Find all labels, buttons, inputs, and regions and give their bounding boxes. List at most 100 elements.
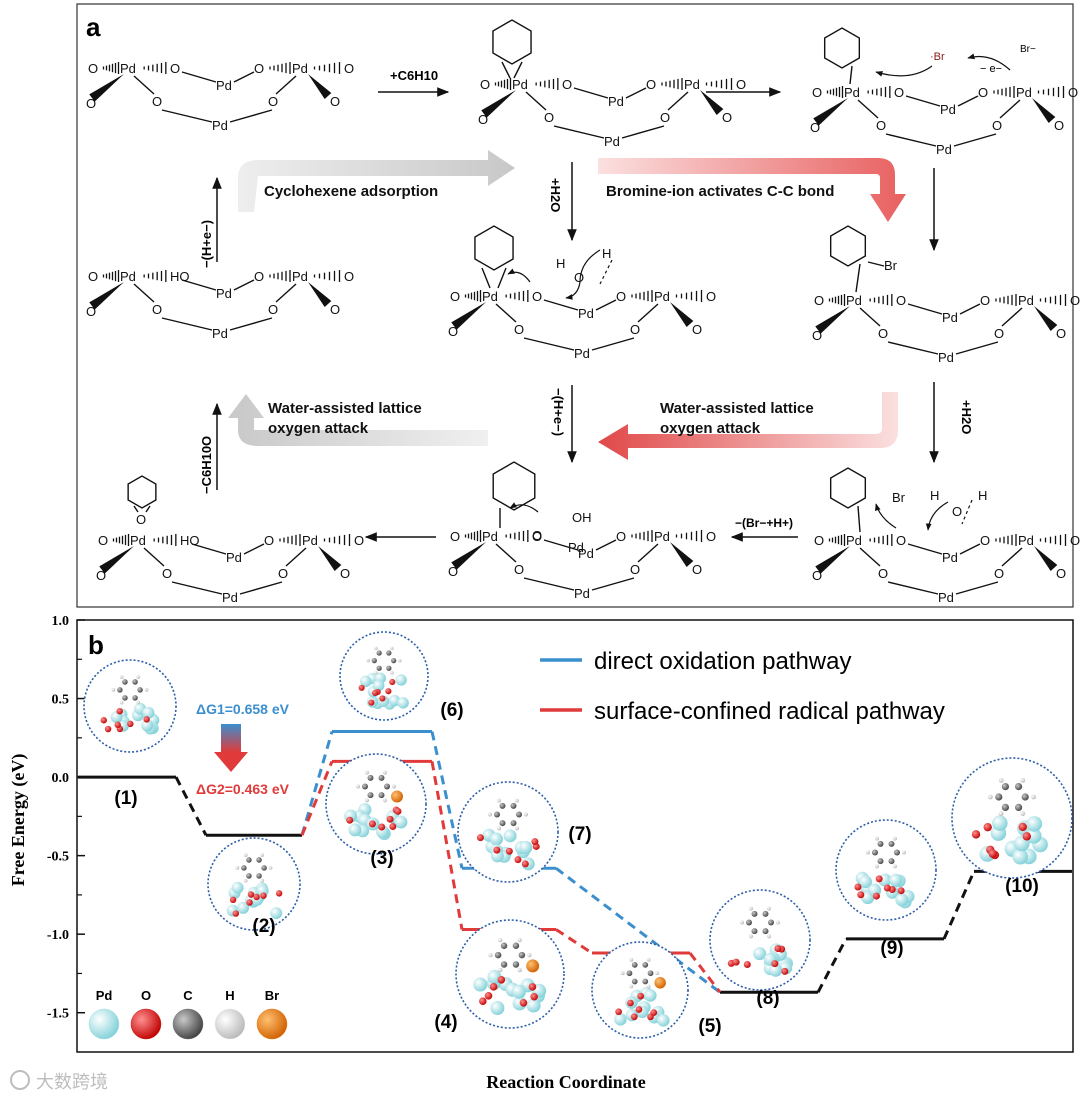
atom-o: O [532,289,542,304]
atom-oh: OH [572,510,592,525]
atom-o: O [1056,326,1066,341]
atom-o: O [1054,118,1064,133]
atom-pd: Pd [512,77,528,92]
atom-o: O [1070,533,1080,548]
atom-o: O [136,512,146,527]
atom-pd: Pd [1018,533,1034,548]
atom-o: O [354,533,364,548]
structure-bubble [325,753,427,855]
atom-pd: Pd [574,346,590,361]
atom-o: O [1068,85,1078,100]
atom-key-label-o: O [141,988,151,1003]
atom-o: O [894,85,904,100]
label-minus-c6h10o: −C6H10O [199,436,214,494]
atom-key-swatch-o [130,1008,162,1040]
x-axis-title: Reaction Coordinate [486,1072,645,1092]
atom-o: O [812,85,822,100]
label-add-water-1: +H2O [548,178,563,212]
atom-o: O [692,562,702,577]
atom-pd: Pd [568,540,584,555]
atom-o: O [646,77,656,92]
state-label-8: (8) [756,988,779,1009]
atom-pd: Pd [936,142,952,157]
atom-o: O [616,529,626,544]
y-tick-label: -1.0 [47,928,69,943]
connector-6-7 [430,731,464,869]
atom-o: O [344,61,354,76]
atom-pd: Pd [574,586,590,601]
atom-key-swatch-c [172,1008,204,1040]
atom-o: O [514,322,524,337]
label-bromine-activates: Bromine-ion activates C-C bond [606,183,834,200]
delta-g1-label: ΔG1=0.658 eV [196,701,290,717]
connector-5-8 [688,952,722,994]
atom-o: O [88,269,98,284]
atom-o: O [344,269,354,284]
label-br-radical: ·Br [930,51,945,63]
delta-g-arrow [214,724,248,772]
panel-a-scheme: Cyclohexene adsorption Bromine-ion activ… [86,19,1080,605]
watermark: 大数跨境 [10,1070,108,1092]
arrow-water-attack-left [228,394,488,446]
atom-pd: Pd [292,61,308,76]
atom-pd: Pd [482,289,498,304]
atom-pd: Pd [578,306,594,321]
state-label-4: (4) [434,1012,457,1033]
atom-o: O [278,566,288,581]
legend-label-radical: surface-confined radical pathway [594,698,945,725]
panel-b-label: b [88,630,104,660]
atom-pd: Pd [120,269,136,284]
structure-bubble [457,781,559,883]
y-tick-label: -1.5 [47,1007,69,1022]
panel-a-frame [76,3,1074,608]
atom-o: O [340,566,350,581]
atom-key-swatch-h [214,1008,246,1040]
connector-2-6 [300,731,334,836]
atom-pd: Pd [578,546,594,561]
atom-o: O [152,302,162,317]
water-1-h2: H [602,246,611,261]
atom-pd: Pd [938,590,954,605]
label-minus-br-h: −(Br−+H+) [735,516,793,530]
delta-g2-label: ΔG2=0.463 eV [196,781,290,797]
structure-bubble [951,757,1073,879]
atom-o: O [812,568,822,583]
connector-2-3 [300,760,334,836]
atom-key-swatch-br [256,1008,288,1040]
atom-o: O [722,110,732,125]
atom-o: O [86,304,96,319]
connector-3-4 [430,761,464,930]
arrow-bromine-activates [598,158,906,222]
atom-o: O [814,533,824,548]
label-water-attack-left-2: oxygen attack [268,420,369,437]
atom-o: O [1070,293,1080,308]
atom-pd: Pd [212,326,228,341]
atom-pd: Pd [222,590,238,605]
atom-o: O [162,566,172,581]
atom-o: O [980,293,990,308]
atom-o: O [478,112,488,127]
atom-key-swatch-pd [88,1008,120,1040]
atom-o: O [736,77,746,92]
atom-o: O [330,302,340,317]
y-tick-label: -0.5 [47,850,69,865]
atom-o: O [980,533,990,548]
structure-snapshots [83,631,1073,1039]
state-label-7: (7) [568,824,591,845]
label-water-attack-right-2: oxygen attack [660,420,761,437]
atom-pd: Pd [684,77,700,92]
atom-o: O [514,562,524,577]
atom-o: O [450,289,460,304]
legend-label-direct: direct oxidation pathway [594,648,851,675]
atom-o: O [896,293,906,308]
atom-o: O [88,61,98,76]
y-tick-label: 0.5 [52,693,70,708]
connector-8-9 [816,938,848,994]
plot-frame [76,619,1074,1053]
atom-o: O [152,94,162,109]
atom-o: O [254,269,264,284]
y-tick-label: 0.0 [52,771,70,786]
atom-pd: Pd [212,118,228,133]
